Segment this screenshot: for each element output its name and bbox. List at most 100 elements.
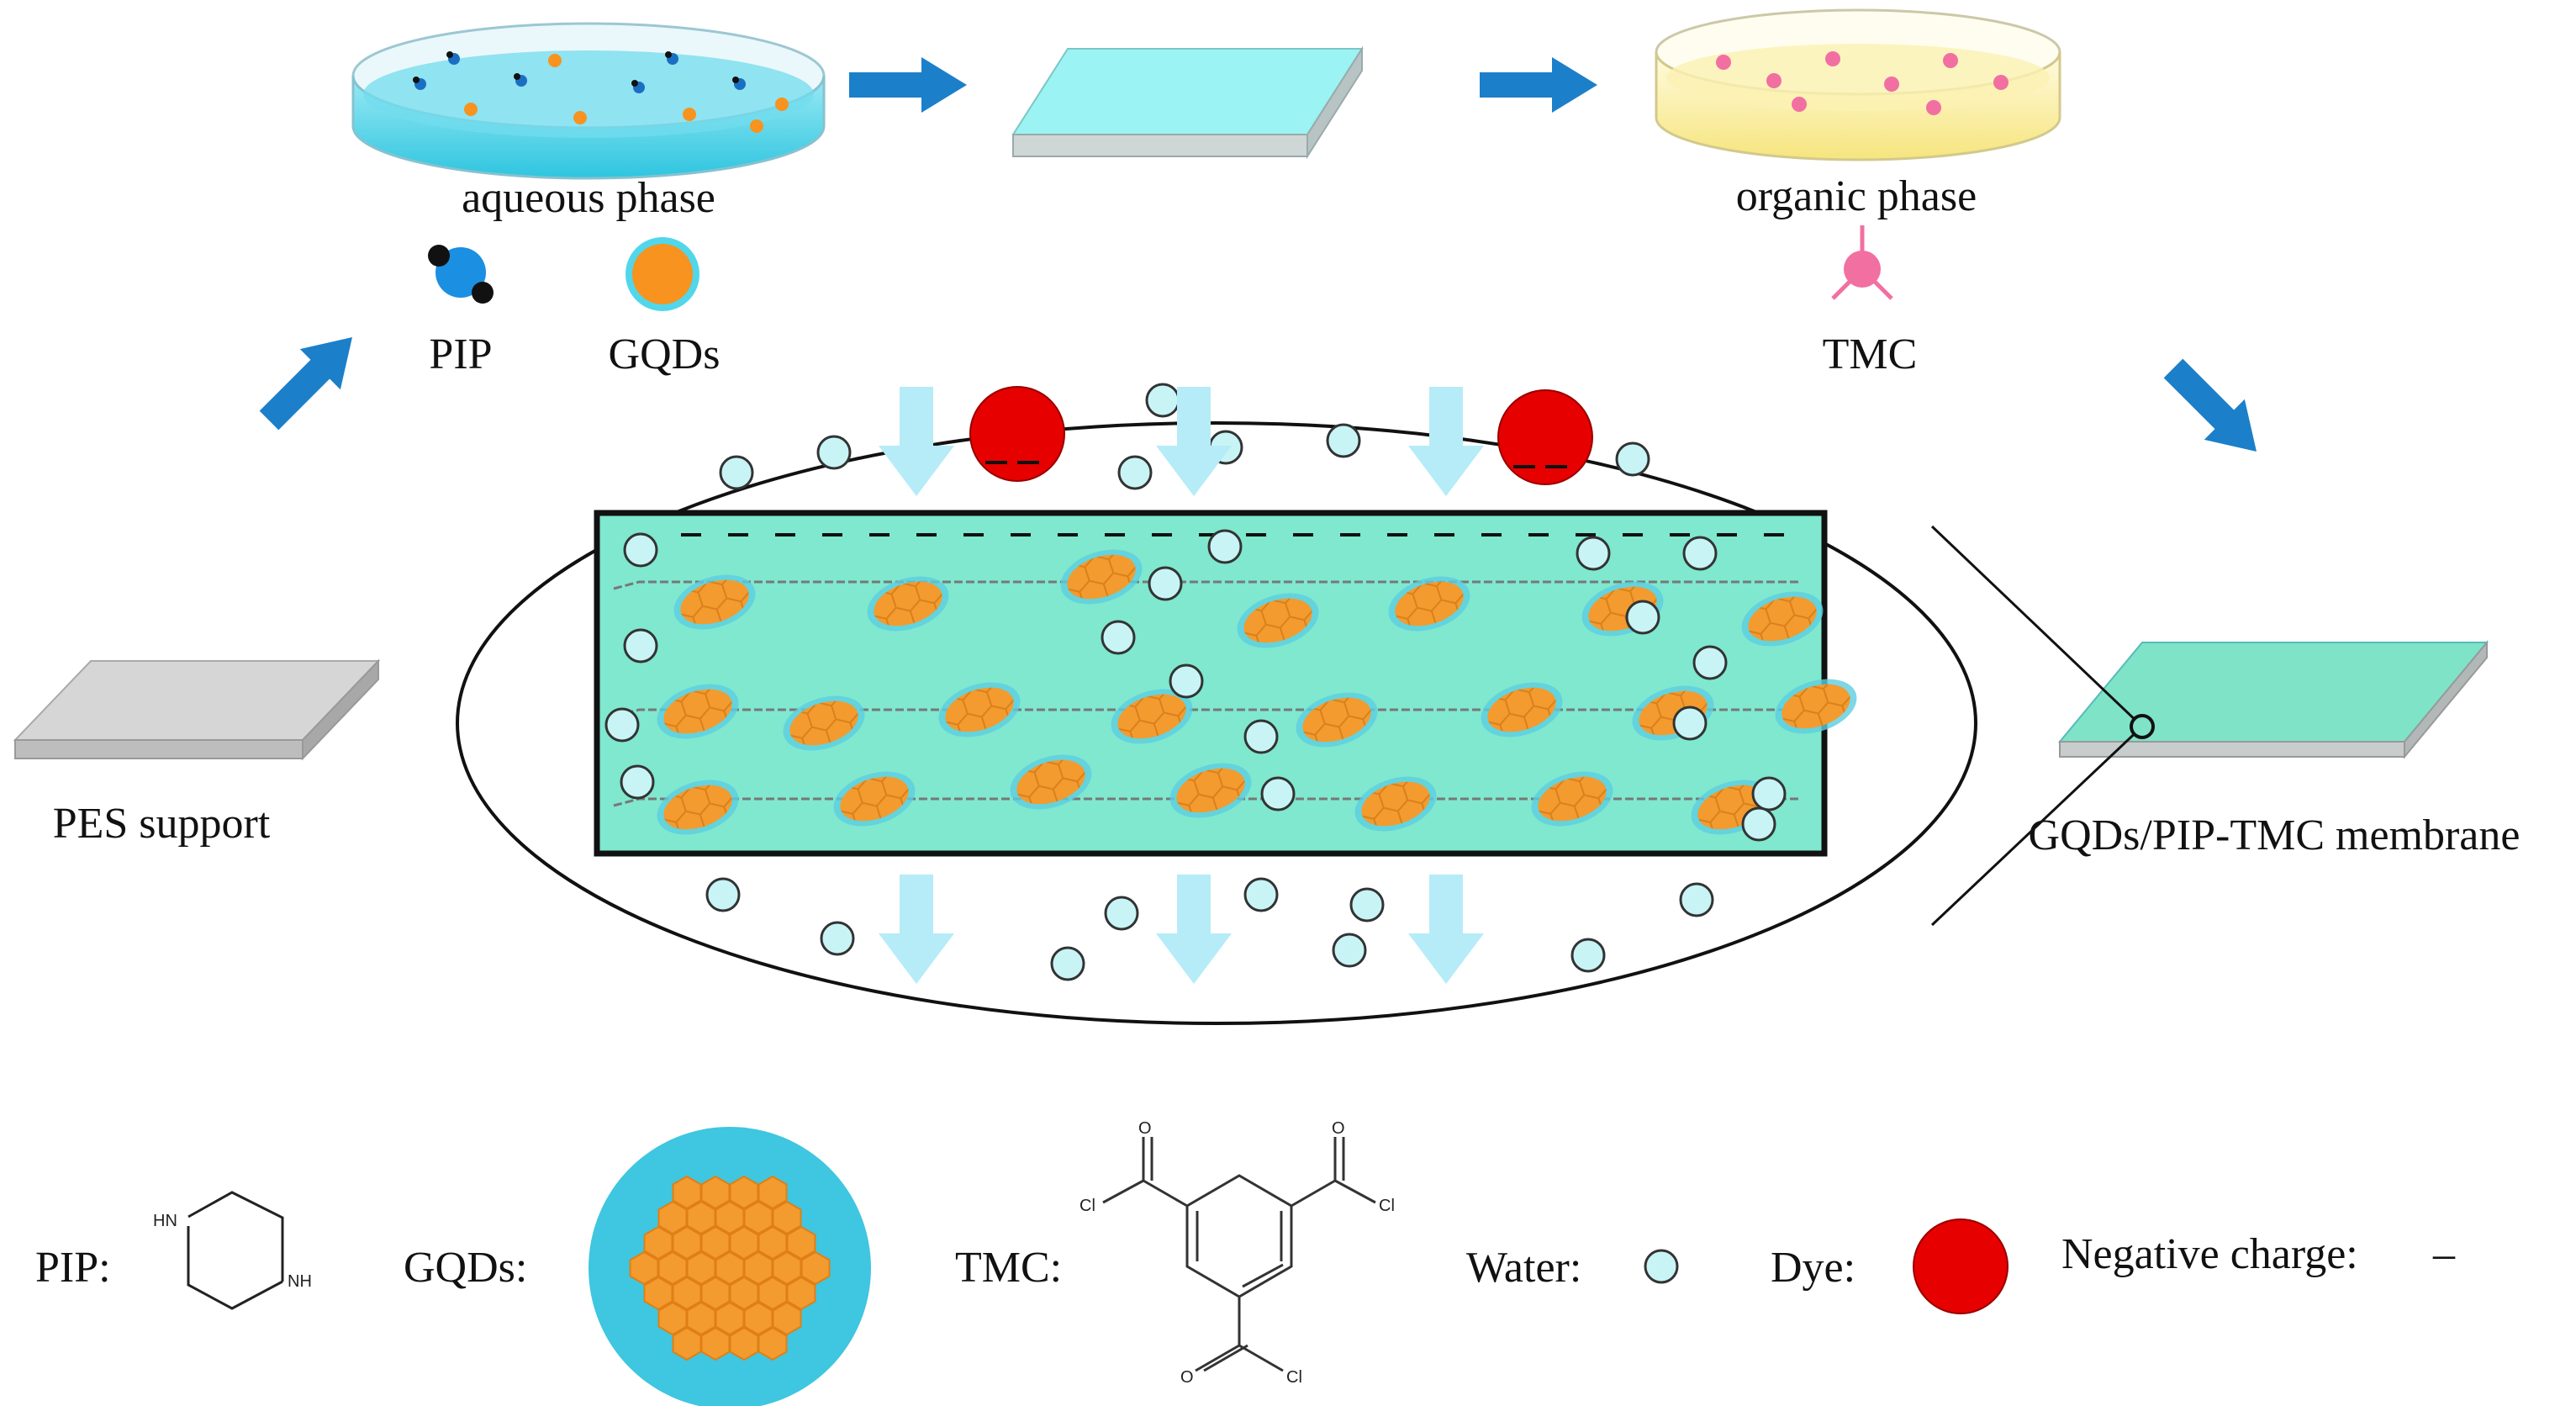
gqd-cluster: [657, 780, 739, 835]
gqd-clusters: [657, 549, 1857, 835]
tmc-o-label-2: O: [1332, 1119, 1345, 1138]
legend-dye-label: Dye:: [1771, 1244, 1855, 1292]
gqd-particle: [683, 108, 696, 121]
gqd-cluster: [1111, 689, 1193, 744]
water-molecule: [1243, 877, 1279, 912]
legend-pip-label: PIP:: [35, 1244, 111, 1292]
tmc-o-label-3: O: [1180, 1368, 1194, 1387]
gqd-cluster: [867, 576, 949, 632]
polymer-chain: [613, 708, 1799, 718]
gqd-hexagon: [800, 1250, 831, 1286]
water-molecule: [1169, 663, 1204, 699]
gqd-hexagon: [657, 1250, 688, 1286]
gqd-hexagon: [772, 1200, 802, 1235]
water-molecule: [1570, 938, 1606, 973]
gqd-hexagon: [757, 1326, 788, 1361]
tmc-label: TMC: [1823, 330, 1918, 378]
water-molecule: [1615, 441, 1650, 477]
water-molecule: [705, 877, 741, 912]
tmc-particle: [1993, 75, 2009, 90]
gqd-cluster: [1775, 679, 1857, 734]
water-molecule: [1101, 620, 1136, 655]
water-molecule: [1679, 882, 1714, 917]
water-molecule: [1148, 566, 1183, 601]
legend-tmc-label: TMC:: [955, 1244, 1062, 1292]
water-molecule: [1332, 933, 1367, 968]
gqd-cluster: [833, 771, 916, 827]
gqd-hexagon: [729, 1225, 759, 1261]
tmc-particle: [1716, 55, 1731, 70]
gqd-cluster: [1237, 593, 1319, 648]
gqd-hexagon: [657, 1200, 688, 1235]
pip-particle: [413, 77, 426, 90]
aqueous-phase-label: aqueous phase: [462, 174, 715, 222]
aqueous-coated-support: [1011, 45, 1364, 160]
gqd-hexagon: [715, 1301, 745, 1336]
gqd-hexagon: [786, 1225, 816, 1261]
water-molecule: [1625, 600, 1660, 635]
flow-arrow: [1156, 875, 1232, 984]
gqd-hexagon: [757, 1276, 788, 1311]
gqd-particle: [750, 119, 763, 133]
water-molecule: [1243, 719, 1279, 754]
gqd-hexagon: [743, 1200, 773, 1235]
tmc-particle: [1884, 77, 1899, 92]
gqd-hexagon: [686, 1200, 716, 1235]
legend-negative-charge-symbol: –: [2432, 1230, 2456, 1278]
gqd-particle: [464, 103, 478, 116]
water-molecule: [620, 764, 655, 800]
tmc-particle: [1792, 97, 1807, 112]
water-molecule: [1692, 645, 1728, 680]
gqd-cluster: [1010, 754, 1092, 810]
gqd-cluster: [1741, 591, 1824, 647]
tmc-particle: [1766, 73, 1782, 88]
gqd-hexagon: [672, 1225, 702, 1261]
gqd-cluster: [1169, 763, 1252, 818]
gqd-hexagon: [629, 1250, 659, 1286]
dye-molecule: [1497, 389, 1593, 485]
water-molecule: [1326, 423, 1361, 458]
organic-phase-dish: [1655, 8, 2061, 161]
flow-arrow: [879, 875, 954, 984]
gqd-hexagon: [772, 1301, 802, 1336]
magnified-spot: [2130, 714, 2155, 739]
water-molecule: [816, 435, 852, 470]
water-molecule: [1349, 887, 1385, 922]
pip-molecule-icon: [428, 245, 494, 304]
pip-hn-label: HN: [153, 1212, 177, 1230]
pip-particle: [732, 77, 746, 90]
gqd-hexagon: [700, 1175, 731, 1210]
gqd-hexagon: [729, 1326, 759, 1361]
gqd-hexagon: [729, 1276, 759, 1311]
gqd-hexagon: [686, 1250, 716, 1286]
organic-phase-label: organic phase: [1736, 172, 1977, 220]
flow-arrow: [1156, 387, 1232, 496]
water-molecules: [604, 383, 1787, 981]
water-molecule: [623, 532, 658, 568]
gqd-cluster: [1060, 549, 1143, 605]
gqd-particle: [548, 54, 562, 67]
gqd-hexagon: [743, 1301, 773, 1336]
pip-nh-label: NH: [288, 1272, 312, 1291]
gqd-particle: [775, 98, 789, 111]
dye-molecule: [969, 386, 1065, 482]
tmc-cl-label-3: Cl: [1286, 1368, 1302, 1387]
tmc-cl-label-1: Cl: [1079, 1197, 1095, 1215]
gqd-hexagon: [657, 1301, 688, 1336]
process-arrow-2: [1480, 57, 1597, 113]
gqd-hexagon: [772, 1250, 802, 1286]
legend-water-label: Water:: [1466, 1244, 1581, 1292]
gqd-hexagon: [715, 1250, 745, 1286]
legend-gqds-label: GQDs:: [404, 1244, 527, 1292]
magnification-lines: [1930, 525, 2155, 927]
gqd-hexagon: [700, 1326, 731, 1361]
tmc-molecule-icon: [1831, 225, 1893, 300]
gqd-structure: [589, 1127, 871, 1406]
gqd-cluster: [1354, 776, 1437, 832]
gqd-particle: [573, 111, 587, 124]
pip-label: PIP: [429, 330, 492, 378]
gqd-particle-icon: [626, 237, 699, 311]
water-molecule: [1682, 536, 1718, 571]
polymer-chain: [613, 580, 1799, 590]
water-molecule: [1576, 536, 1611, 571]
